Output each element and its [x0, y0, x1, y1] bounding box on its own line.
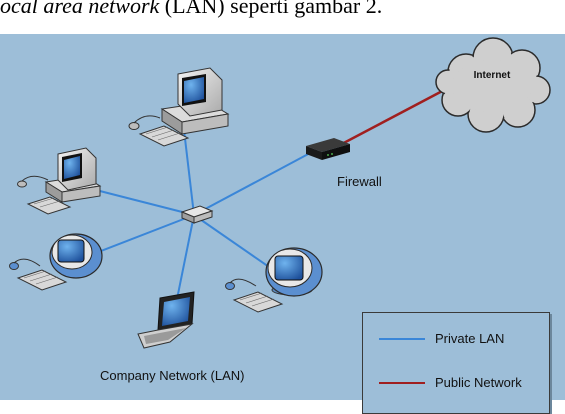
internet-label: Internet [474, 70, 511, 81]
private-lan-swatch [379, 337, 425, 340]
legend-item-public-network: Public Network [379, 375, 522, 390]
desktop-computer-icon [128, 67, 230, 147]
network-diagram: Internet Firewall [9, 37, 551, 383]
legend-box: Private LAN Public Network [362, 312, 550, 414]
legend-item-private-lan: Private LAN [379, 331, 504, 346]
public-network-swatch [379, 381, 425, 384]
firewall-label: Firewall [337, 174, 382, 189]
link-imac-right [193, 214, 273, 270]
laptop-computer-icon [137, 291, 195, 349]
private-lan-links [87, 129, 313, 310]
imac-computer-icon [225, 247, 323, 313]
legend-label-public-network: Public Network [435, 375, 522, 390]
hub-icon [180, 205, 214, 224]
caption-strip: ocal area network (LAN) seperti gambar 2… [0, 0, 565, 34]
caption-regular: (LAN) seperti gambar 2. [159, 0, 383, 18]
firewall-icon [306, 138, 350, 160]
link-laptop [174, 214, 195, 310]
network-diagram-panel: Internet Firewall [0, 34, 565, 414]
imac-computer-icon [9, 233, 103, 291]
caption-text: ocal area network (LAN) seperti gambar 2… [0, 0, 382, 19]
legend-label-private-lan: Private LAN [435, 331, 505, 346]
link-imac-left [87, 214, 195, 257]
company-network-label: Company Network (LAN) [100, 368, 245, 383]
desktop-computer-icon [17, 147, 102, 215]
link-top-pc [183, 129, 195, 216]
link-firewall [193, 151, 313, 216]
public-network-link [337, 86, 449, 148]
caption-italic: ocal area network [0, 0, 160, 18]
internet-cloud-icon [435, 37, 551, 133]
link-left-pc [91, 188, 195, 216]
